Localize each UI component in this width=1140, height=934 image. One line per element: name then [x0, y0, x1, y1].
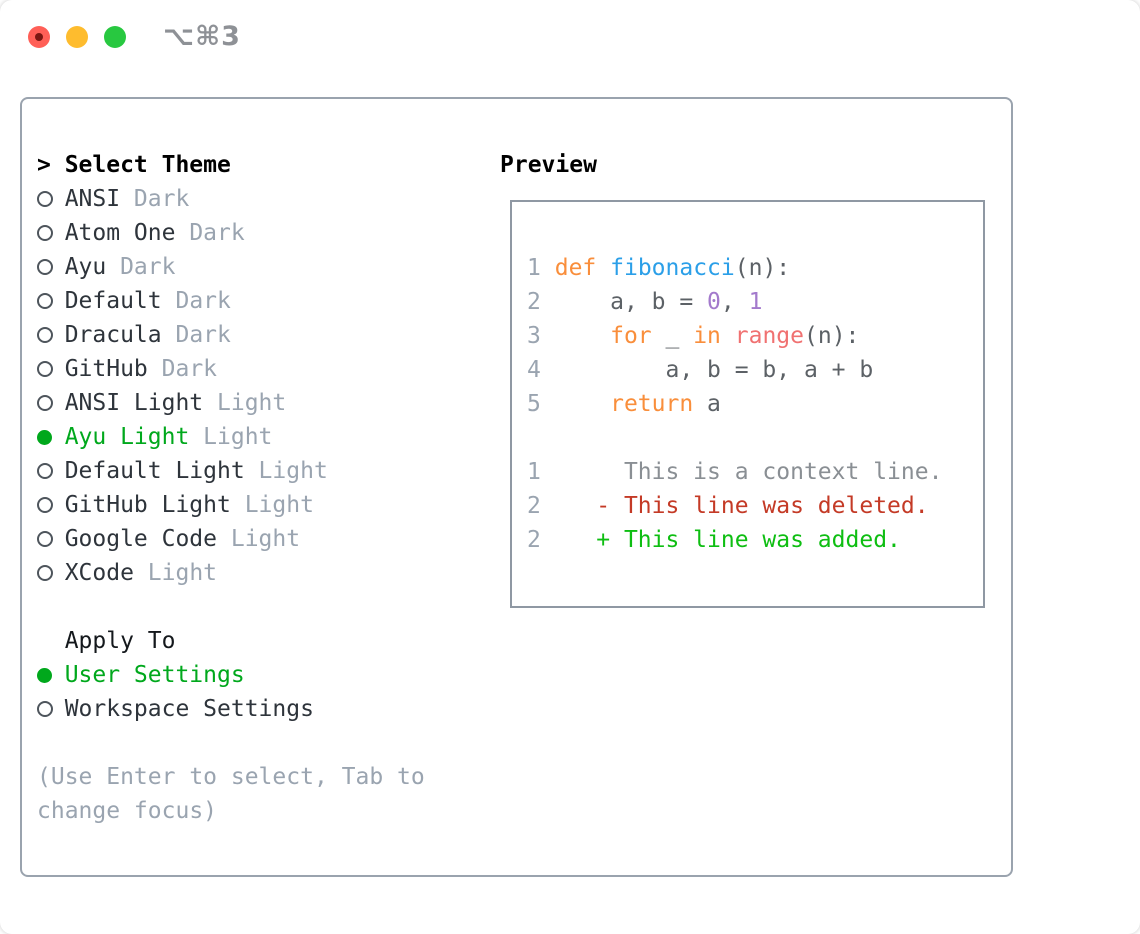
radio-icon: [37, 497, 65, 513]
close-dot-icon: [35, 33, 43, 41]
theme-item-ansi[interactable]: ANSI Dark: [37, 182, 487, 216]
spacer: [37, 726, 487, 760]
spacer: [37, 590, 487, 624]
theme-item-xcode[interactable]: XCode Light: [37, 556, 487, 590]
select-theme-header: > Select Theme: [37, 148, 487, 182]
theme-item-default[interactable]: Default Dark: [37, 284, 487, 318]
theme-item-github[interactable]: GitHub Dark: [37, 352, 487, 386]
radio-icon: [37, 361, 65, 377]
preview-line: 5 return a: [527, 391, 721, 417]
line-number: 1: [527, 459, 541, 485]
preview-box: 1 def fibonacci(n): 2 a, b = 0, 1 3 for _ …: [510, 200, 985, 608]
line-number: 3: [527, 323, 541, 349]
preview-line: [527, 421, 942, 455]
theme-item-ayu[interactable]: Ayu Dark: [37, 250, 487, 284]
radio-icon: [37, 701, 65, 717]
item-label: ANSI Dark: [64, 186, 190, 212]
preview-line: 2 + This line was added.: [527, 527, 901, 553]
item-label: Default Light Light: [64, 458, 328, 484]
radio-icon: [37, 225, 65, 241]
radio-icon: [37, 463, 65, 479]
theme-item-ayu-light[interactable]: Ayu Light Light: [37, 420, 487, 454]
item-label: ANSI Light Light: [64, 390, 287, 416]
line-number: 4: [527, 357, 541, 383]
item-label: Workspace Settings: [64, 696, 314, 722]
item-label: Ayu Dark: [64, 254, 176, 280]
radio-icon: [37, 191, 65, 207]
radio-icon: [37, 395, 65, 411]
item-label: Ayu Light Light: [64, 424, 273, 450]
radio-icon: [37, 531, 65, 547]
window-title: ⌥⌘3: [163, 21, 241, 52]
minimize-button[interactable]: [66, 26, 88, 48]
preview-line: 4 a, b = b, a + b: [527, 357, 874, 383]
item-label: GitHub Light Light: [64, 492, 314, 518]
item-label: XCode Light: [64, 560, 218, 586]
close-button[interactable]: [28, 26, 50, 48]
focus-caret-marker: >: [37, 152, 51, 178]
line-number: 1: [527, 255, 541, 281]
apply-to-header: Apply To: [37, 624, 487, 658]
theme-item-atom-one[interactable]: Atom One Dark: [37, 216, 487, 250]
item-label: Google Code Light: [64, 526, 301, 552]
line-number: 5: [527, 391, 541, 417]
preview-title: Preview: [500, 152, 597, 178]
preview-line: 1 def fibonacci(n):: [527, 255, 791, 281]
line-number: 2: [527, 289, 541, 315]
radio-icon: [37, 327, 65, 343]
theme-item-github-light[interactable]: GitHub Light Light: [37, 488, 487, 522]
preview-line: 3 for _ in range(n):: [527, 323, 860, 349]
preview-line: 2 a, b = 0, 1: [527, 289, 763, 315]
apply-option-workspace-settings[interactable]: Workspace Settings: [37, 692, 487, 726]
line-number: 2: [527, 493, 541, 519]
hint-text: (Use Enter to select, Tab to change focu…: [37, 764, 425, 824]
radio-icon: [37, 259, 65, 275]
preview-code: 1 def fibonacci(n): 2 a, b = 0, 1 3 for _ …: [527, 251, 942, 557]
radio-selected-icon: [37, 429, 65, 445]
preview-line: 2 - This line was deleted.: [527, 493, 929, 519]
radio-selected-icon: [37, 667, 65, 683]
zoom-button[interactable]: [104, 26, 126, 48]
preview-line: 1 This is a context line.: [527, 459, 943, 485]
apply-to-title: Apply To: [64, 628, 176, 654]
item-label: Default Dark: [64, 288, 231, 314]
select-theme-title: Select Theme: [64, 152, 231, 178]
item-label: GitHub Dark: [64, 356, 218, 382]
theme-item-google-code[interactable]: Google Code Light: [37, 522, 487, 556]
item-label: User Settings: [64, 662, 245, 688]
theme-item-ansi-light[interactable]: ANSI Light Light: [37, 386, 487, 420]
theme-item-default-light[interactable]: Default Light Light: [37, 454, 487, 488]
radio-icon: [37, 293, 65, 309]
radio-icon: [37, 565, 65, 581]
apply-option-user-settings[interactable]: User Settings: [37, 658, 487, 692]
line-number: 2: [527, 527, 541, 553]
theme-item-dracula[interactable]: Dracula Dark: [37, 318, 487, 352]
item-label: Atom One Dark: [64, 220, 245, 246]
item-label: Dracula Dark: [64, 322, 231, 348]
